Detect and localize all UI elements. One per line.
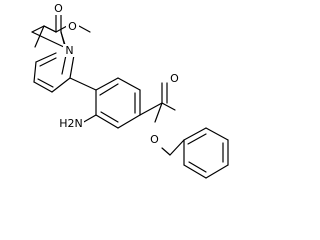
atom-label-o: O <box>54 2 63 15</box>
bond <box>205 164 229 179</box>
atom-label-o: O <box>68 20 77 33</box>
bond <box>95 77 119 91</box>
amine-bond <box>81 114 97 124</box>
bond <box>78 25 91 33</box>
bond <box>188 161 207 173</box>
bond <box>33 61 37 83</box>
benzyl-ester-group <box>139 82 185 156</box>
bond <box>183 164 207 179</box>
atom-label-amine: H2N <box>59 117 83 130</box>
bond <box>154 102 163 123</box>
bond <box>51 77 71 93</box>
bond <box>39 57 57 67</box>
biaryl-bond <box>69 77 97 91</box>
bond <box>33 81 53 93</box>
bond <box>161 102 176 111</box>
bond <box>117 114 141 129</box>
bond <box>161 147 171 156</box>
bond <box>117 77 141 91</box>
bond <box>99 83 119 96</box>
atom-label-o: O <box>150 133 159 146</box>
atom-label-n: N <box>65 44 73 57</box>
bond <box>37 78 54 88</box>
pyridine-ring <box>31 25 75 93</box>
bond <box>205 127 229 141</box>
bond <box>95 114 119 129</box>
phenyl-ring <box>183 127 229 179</box>
bond <box>31 25 45 33</box>
bond <box>34 25 45 48</box>
bond <box>69 54 75 79</box>
bond <box>187 133 207 145</box>
atom-label-o: O <box>170 72 179 85</box>
bond <box>169 139 185 156</box>
bond <box>43 25 57 33</box>
bond <box>35 52 57 63</box>
chemical-structure: O O N H2N O O <box>31 2 229 179</box>
bond <box>100 111 119 123</box>
bond <box>61 54 67 75</box>
benzene-ring-central <box>95 77 141 129</box>
bond <box>31 31 67 49</box>
bond <box>139 102 163 116</box>
bond <box>183 127 207 141</box>
